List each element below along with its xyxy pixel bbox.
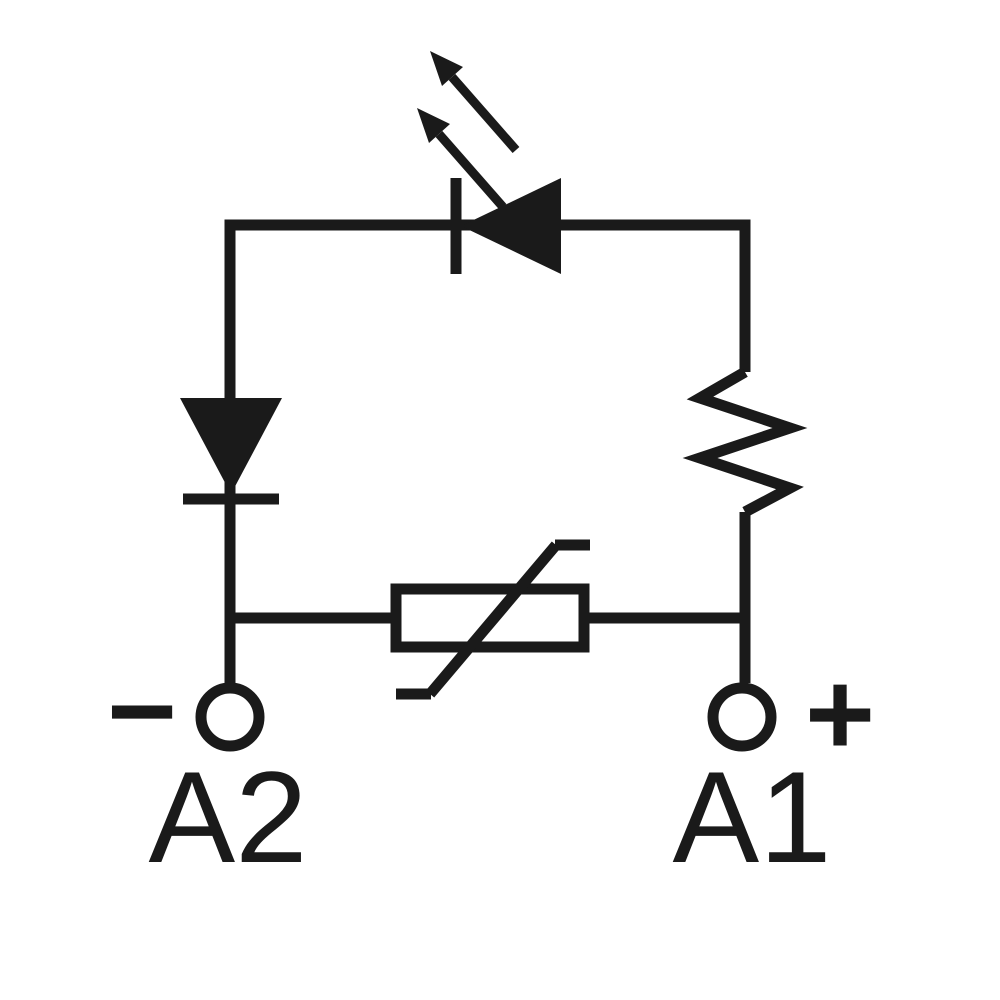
resistor-icon: [682, 367, 808, 517]
terminal-a2-circle: [195, 682, 265, 752]
led-triangle: [461, 178, 561, 274]
led-light-arrow-2: [417, 108, 507, 210]
terminal-a1-circle: [707, 682, 777, 752]
led-icon: [417, 51, 561, 274]
diode-icon: [180, 398, 282, 505]
terminal-a1-label: A1: [672, 744, 831, 890]
varistor-diagonal: [425, 541, 561, 698]
minus-icon: −: [107, 644, 177, 778]
varistor-icon: [390, 539, 590, 700]
terminal-a2-label: A2: [148, 744, 307, 890]
varistor-body: [390, 583, 590, 653]
led-light-arrow-1: [430, 51, 520, 153]
plus-icon: +: [805, 647, 875, 781]
diode-triangle: [180, 398, 282, 494]
